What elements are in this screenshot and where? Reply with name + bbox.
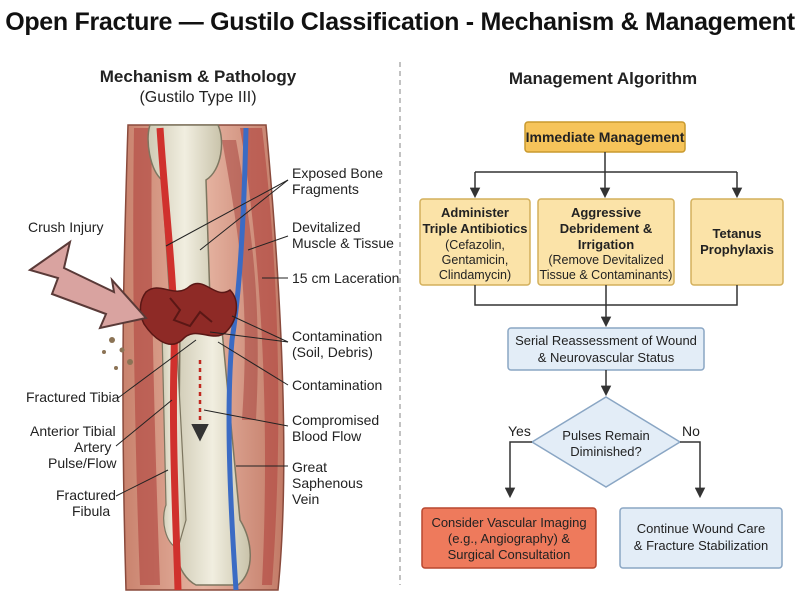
- node-serial-reassessment: Serial Reassessment of Wound & Neurovasc…: [507, 327, 705, 371]
- left-labels: Crush Injury Exposed Bone Fragments Devi…: [26, 165, 399, 519]
- svg-text:(Cefazolin,: (Cefazolin,: [445, 238, 505, 252]
- node-decision: Pulses Remain Diminished?: [530, 396, 682, 488]
- svg-text:Immediate Management: Immediate Management: [526, 129, 685, 145]
- label-crush-injury: Crush Injury: [28, 219, 103, 235]
- svg-text:Gentamicin,: Gentamicin,: [442, 253, 509, 267]
- node-vascular-imaging: Consider Vascular Imaging (e.g., Angiogr…: [421, 507, 597, 569]
- svg-text:Serial Reassessment of Wound: Serial Reassessment of Wound: [515, 333, 697, 348]
- svg-text:Tetanus: Tetanus: [713, 226, 762, 241]
- connector-yes: [504, 441, 532, 499]
- left-subheading: (Gustilo Type III): [139, 89, 256, 106]
- node-debridement: Aggressive Debridement & Irrigation (Rem…: [537, 198, 675, 286]
- label-artery-2: Artery: [74, 439, 111, 455]
- label-no: No: [682, 423, 700, 439]
- label-contamination-2: (Soil, Debris): [292, 344, 373, 360]
- leader-contamination-3: [217, 341, 289, 386]
- svg-text:Administer: Administer: [441, 205, 509, 220]
- leg-illustration: [27, 124, 285, 591]
- svg-text:Continue Wound Care: Continue Wound Care: [637, 521, 765, 536]
- svg-text:Surgical Consultation: Surgical Consultation: [448, 547, 571, 562]
- label-yes: Yes: [508, 423, 531, 439]
- label-laceration: 15 cm Laceration: [292, 270, 399, 286]
- debris-dot: [114, 366, 118, 370]
- label-blood-flow: Compromised: [292, 412, 379, 428]
- debris-dot: [109, 337, 115, 343]
- node-continue-care: Continue Wound Care & Fracture Stabiliza…: [619, 507, 783, 569]
- saphenous-vein: [226, 127, 249, 591]
- connector-merge: [474, 285, 738, 306]
- label-blood-flow-2: Blood Flow: [292, 428, 362, 444]
- leader-contamination: [231, 315, 289, 343]
- leader-fibula: [115, 469, 169, 497]
- muscle-left: [133, 128, 160, 585]
- leader-artery: [115, 399, 173, 447]
- svg-text:Irrigation: Irrigation: [578, 237, 634, 252]
- svg-text:& Neurovascular Status: & Neurovascular Status: [538, 350, 675, 365]
- label-fractured-tibia: Fractured Tibia: [26, 389, 120, 405]
- right-heading: Management Algorithm: [509, 69, 697, 88]
- node-tetanus: Tetanus Prophylaxis: [690, 198, 784, 286]
- leader-exposed-bone-2: [199, 179, 289, 251]
- label-vein-2: Saphenous: [292, 475, 363, 491]
- leader-devitalized: [247, 235, 289, 251]
- leader-exposed-bone: [165, 179, 289, 247]
- label-devitalized: Devitalized: [292, 219, 360, 235]
- connector-no: [680, 441, 706, 499]
- wound: [139, 282, 238, 345]
- label-fibula: Fractured: [56, 487, 116, 503]
- svg-text:Debridement &: Debridement &: [560, 221, 652, 236]
- page-title: Open Fracture — Gustilo Classification -…: [5, 8, 795, 36]
- debris-dot: [127, 359, 133, 365]
- leader-tibia: [117, 339, 197, 399]
- debris-dot: [102, 350, 106, 354]
- label-fibula-2: Fibula: [72, 503, 110, 519]
- label-artery-3: Pulse/Flow: [48, 455, 117, 471]
- label-vein-3: Vein: [292, 491, 319, 507]
- artery: [156, 127, 182, 591]
- svg-text:Prophylaxis: Prophylaxis: [700, 242, 774, 257]
- label-vein: Great: [292, 459, 327, 475]
- leader-blood-flow: [203, 409, 289, 427]
- svg-text:(e.g., Angiography) &: (e.g., Angiography) &: [448, 531, 570, 546]
- crush-arrow-icon: [27, 239, 148, 330]
- svg-text:Tissue & Contaminants): Tissue & Contaminants): [540, 268, 673, 282]
- svg-text:Consider Vascular Imaging: Consider Vascular Imaging: [431, 515, 586, 530]
- node-antibiotics: Administer Triple Antibiotics (Cefazolin…: [419, 198, 531, 286]
- fracture-crack: [169, 297, 213, 328]
- label-exposed-bone: Exposed Bone: [292, 165, 383, 181]
- svg-text:Aggressive: Aggressive: [571, 205, 641, 220]
- svg-text:& Fracture Stabilization: & Fracture Stabilization: [634, 538, 768, 553]
- leader-contamination-b: [209, 331, 289, 343]
- label-devitalized-2: Muscle & Tissue: [292, 235, 394, 251]
- label-exposed-bone-2: Fragments: [292, 181, 359, 197]
- svg-text:Clindamycin): Clindamycin): [439, 268, 511, 282]
- svg-text:Diminished?: Diminished?: [570, 444, 642, 459]
- label-contamination: Contamination: [292, 328, 382, 344]
- muscle-right-inner: [222, 140, 258, 420]
- debris-dot: [119, 347, 125, 353]
- node-immediate-management: Immediate Management: [524, 121, 686, 153]
- svg-text:(Remove Devitalized: (Remove Devitalized: [548, 253, 663, 267]
- left-heading: Mechanism & Pathology: [100, 67, 297, 86]
- label-contamination-3: Contamination: [292, 377, 382, 393]
- svg-text:Pulses Remain: Pulses Remain: [562, 428, 649, 443]
- label-artery: Anterior Tibial: [30, 423, 116, 439]
- svg-text:Triple Antibiotics: Triple Antibiotics: [423, 221, 528, 236]
